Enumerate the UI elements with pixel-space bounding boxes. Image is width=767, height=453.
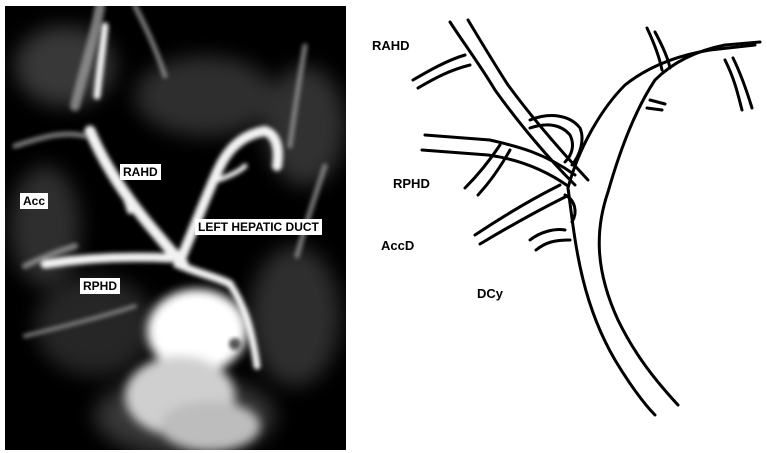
duct-schematic-drawing — [350, 0, 767, 453]
rahd-branch-b — [418, 65, 470, 88]
mri-label-left-hepatic-duct: LEFT HEPATIC DUCT — [195, 219, 322, 235]
common-duct-line-right — [599, 192, 678, 405]
mri-label-rahd: RAHD — [120, 164, 161, 180]
schematic-label-rahd: RAHD — [372, 38, 410, 53]
left-branch-c — [725, 60, 742, 110]
left-tick-a — [650, 100, 665, 104]
dcy-line-b — [536, 240, 570, 250]
dcy-line-a — [530, 229, 565, 240]
mrcp-image: Acc RAHD LEFT HEPATIC DUCT RPHD — [5, 6, 346, 450]
left-tick-b — [647, 108, 662, 110]
rphd-branch-a — [465, 145, 500, 188]
duct-schematic: RAHD RPHD AccD DCy — [350, 0, 767, 453]
left-branch-a — [647, 28, 662, 70]
mri-label-acc: Acc — [20, 193, 48, 209]
mri-label-rphd: RPHD — [80, 278, 120, 294]
accd-line-a — [475, 185, 560, 235]
schematic-label-dcy: DCy — [477, 286, 503, 301]
schematic-label-rphd: RPHD — [393, 176, 430, 191]
schematic-label-accd: AccD — [381, 238, 414, 253]
